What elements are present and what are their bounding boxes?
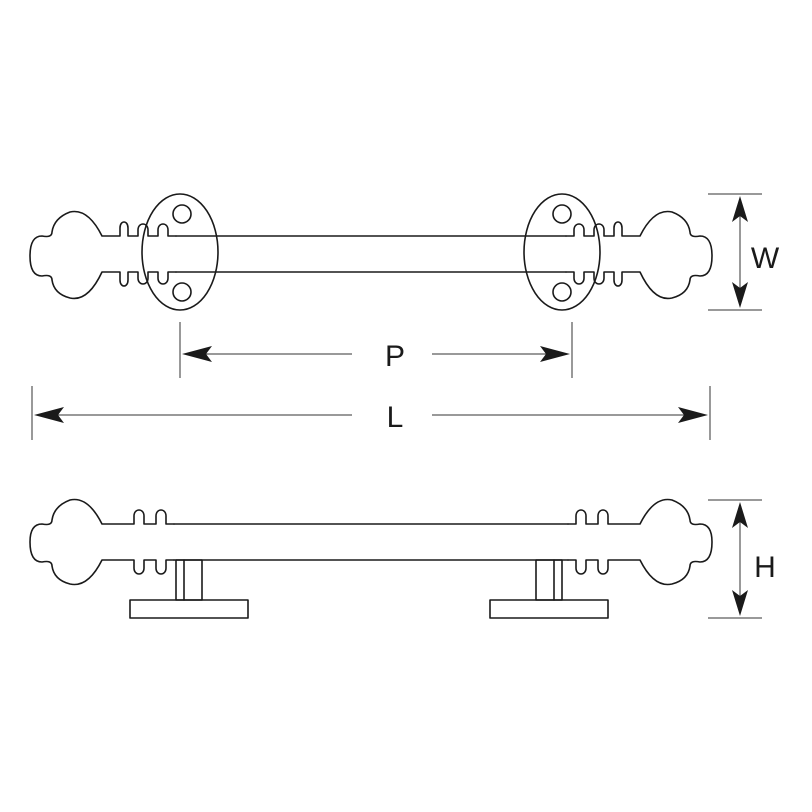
width-dimension: W — [708, 193, 780, 311]
right-post — [535, 559, 563, 601]
right-rosette-plate — [523, 193, 601, 311]
pitch-label: P — [385, 340, 405, 373]
height-label: H — [754, 551, 776, 584]
right-finial-side — [567, 498, 713, 586]
right-upper-screw-hole — [552, 204, 572, 224]
left-base — [129, 599, 249, 619]
pitch-dimension: P — [179, 322, 573, 378]
right-base — [489, 599, 609, 619]
height-dimension: H — [708, 499, 776, 619]
width-label: W — [751, 242, 780, 275]
left-post — [175, 559, 203, 601]
left-rosette-plate — [141, 193, 219, 311]
right-lower-screw-hole — [552, 282, 572, 302]
left-finial-side — [29, 498, 175, 586]
top-view — [29, 193, 713, 311]
length-dimension: L — [31, 386, 711, 440]
side-view — [29, 498, 713, 619]
right-finial-top — [565, 210, 713, 300]
left-lower-screw-hole — [172, 282, 192, 302]
left-finial-top — [29, 210, 177, 300]
length-label: L — [387, 401, 404, 434]
left-upper-screw-hole — [172, 204, 192, 224]
